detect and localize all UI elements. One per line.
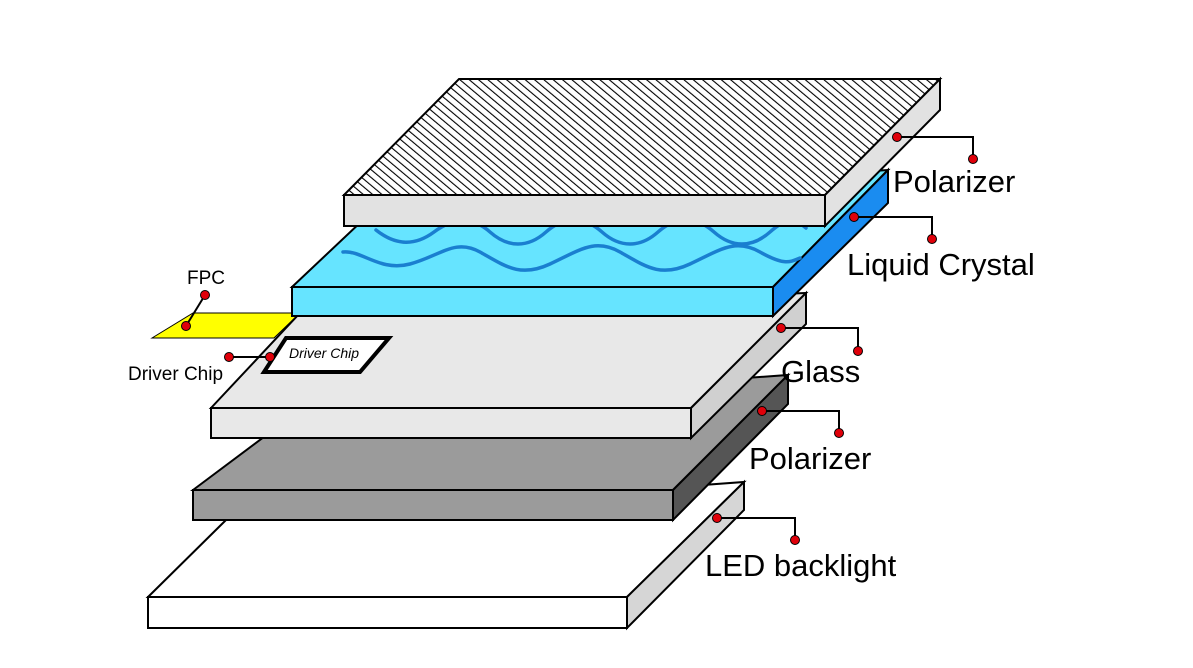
callout-driver-chip: Driver Chip [128,352,275,385]
driver-chip-box-label: Driver Chip [289,345,359,361]
callout-dot [849,212,859,222]
callout-dot [853,346,863,356]
callout-dot [776,323,786,333]
callout-dot [200,290,210,300]
label-liquid-crystal: Liquid Crystal [847,247,1035,282]
label-driver-chip: Driver Chip [128,364,223,385]
fpc-ribbon [150,312,302,339]
label-polarizer-top: Polarizer [893,164,1015,199]
label-polarizer-bottom: Polarizer [749,441,871,476]
callout-dot [968,154,978,164]
callout-glass: Glass [776,323,863,389]
label-led-backlight: LED backlight [705,548,897,583]
callout-fpc: FPC [181,268,225,331]
driver-chip-box: Driver Chip [260,336,394,374]
callout-liquid-crystal: Liquid Crystal [847,212,1035,282]
polarizer-top-layer [341,76,943,229]
callout-dot [927,234,937,244]
callout-dot [712,513,722,523]
callout-dot [834,428,844,438]
callout-dot [181,321,191,331]
callout-dot [892,132,902,142]
callout-polarizer-top: Polarizer [892,132,1015,199]
glass-layer: Driver Chip [208,290,809,441]
callout-led-backlight: LED backlight [705,513,897,583]
label-fpc: FPC [187,268,225,289]
callout-dot [757,406,767,416]
label-glass: Glass [781,354,860,389]
callout-dot [224,352,234,362]
callout-dot [265,352,275,362]
callout-dot [790,535,800,545]
callout-polarizer-bottom: Polarizer [749,406,871,476]
